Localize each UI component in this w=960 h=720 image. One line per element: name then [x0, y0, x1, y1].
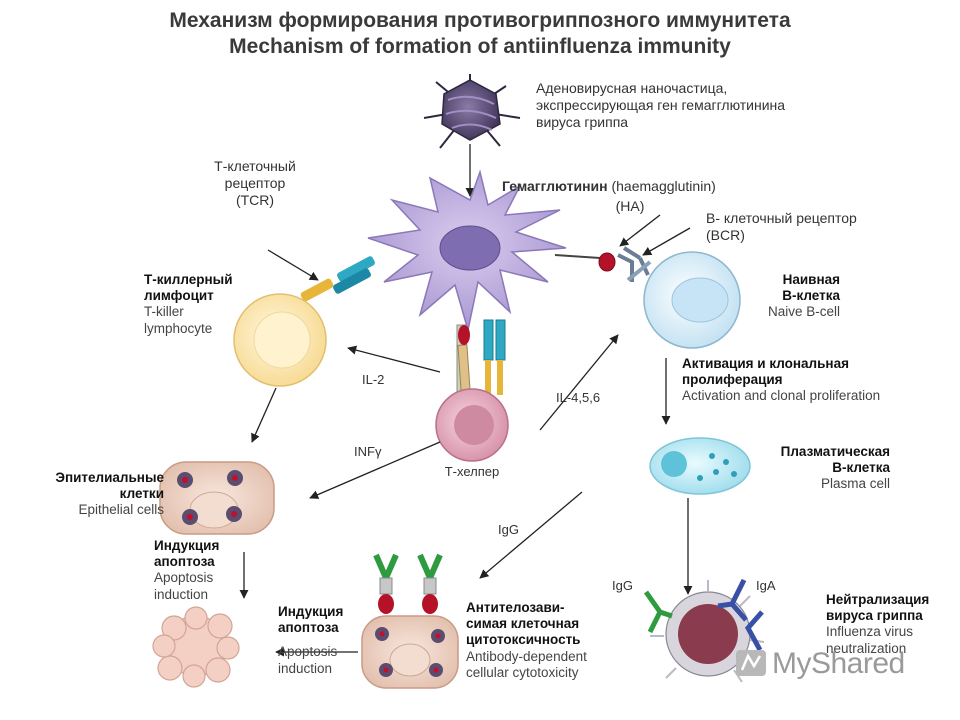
plasma-en: Plasma cell — [820, 476, 890, 492]
activation-en: Activation and clonal proliferation — [682, 388, 881, 404]
adcc-en1: Antibody-dependent — [466, 648, 587, 664]
adcc-ru3: цитотоксичность — [466, 632, 581, 648]
adcc-ru2: симая клеточная — [466, 616, 580, 632]
dendritic-cell-icon — [367, 169, 567, 331]
bcr-line2: (BCR) — [706, 226, 745, 243]
neutral-ru1: Нейтрализация — [826, 592, 930, 607]
antibody-left-icon — [373, 553, 399, 614]
adenovirus-label: Аденовирусная наночастица, экспрессирующ… — [536, 80, 785, 130]
t-killer-label: Т-киллерный лимфоцит T-killer lymphocyte — [144, 272, 233, 337]
iga-label: IgA — [756, 578, 776, 593]
t-helper-cell-icon — [435, 388, 509, 462]
apoptosis-left-ru2: апоптоза — [154, 554, 215, 570]
t-killer-ru1: Т-киллерный — [144, 272, 233, 287]
tcr-line1: Т-клеточный — [214, 158, 296, 174]
tcr-line3: (TCR) — [235, 191, 275, 208]
plasma-ru1: Плазматическая — [780, 444, 890, 459]
ha-normal: (haemagglutinin) — [611, 178, 716, 194]
adenovirus-line2: экспрессирующая ген гемагглютинина — [536, 96, 786, 113]
iga-antibody-icon — [717, 578, 764, 652]
neutral-en2: neutralization — [826, 640, 907, 656]
antibody-right-icon — [417, 553, 443, 614]
plasma-cell-icon — [649, 437, 751, 495]
adenovirus-particle-icon — [423, 74, 521, 149]
neutralized-virus-icon — [650, 580, 765, 683]
epithelial-cells-icon — [159, 461, 275, 535]
plasma-label: Плазматическая В-клетка Plasma cell — [740, 444, 890, 493]
adenovirus-line1: Аденовирусная наночастица, — [536, 80, 728, 96]
epithelial-en: Epithelial cells — [78, 502, 164, 518]
title-ru: Механизм формирования противогриппозного… — [169, 9, 791, 32]
t-killer-ru2: лимфоцит — [144, 288, 214, 304]
naive-b-ru2: В-клетка — [782, 288, 840, 304]
neutral-en1: Influenza virus — [826, 624, 914, 640]
epithelial-ru1: Эпителиальные — [55, 470, 164, 485]
ha-label: Гемагглютинин (haemagglutinin) — [502, 178, 716, 195]
watermark-text: MyShared — [772, 647, 905, 680]
activation-ru2: пролиферация — [682, 372, 783, 388]
adcc-label: Антителозави- симая клеточная цитотоксич… — [466, 600, 587, 681]
tcr-line2: рецептор — [224, 174, 286, 191]
apoptosis-left-en2: induction — [154, 586, 209, 602]
activation-label: Активация и клональная пролиферация Acti… — [682, 356, 880, 405]
neutral-ru2: вируса гриппа — [826, 608, 923, 624]
epithelial-label: Эпителиальные клетки Epithelial cells — [30, 470, 164, 519]
tcr-receptor-icon — [300, 256, 375, 302]
infg-label: INFγ — [354, 444, 382, 459]
apoptosis-mid-ru2: апоптоза — [278, 620, 339, 636]
activation-ru1: Активация и клональная — [682, 356, 849, 371]
bcr-label: В- клеточный рецептор (BCR) — [706, 210, 857, 244]
neutralization-label: Нейтрализация вируса гриппа Influenza vi… — [826, 592, 929, 657]
il456-label: IL-4,5,6 — [556, 390, 601, 405]
ha-abbr: (HA) — [615, 198, 645, 214]
t-killer-en2: lymphocyte — [144, 320, 213, 336]
myshared-logo-icon — [736, 650, 766, 676]
bcr-line1: В- клеточный рецептор — [706, 210, 857, 226]
apoptosis-mid-label: Индукция апоптоза Apoptosis induction — [278, 604, 343, 677]
plasma-ru2: В-клетка — [832, 460, 890, 476]
naive-b-label: Наивная В-клетка Naive B-cell — [740, 272, 840, 321]
epithelial-ru2: клетки — [119, 486, 164, 502]
apoptosis-left-en1: Apoptosis — [154, 570, 214, 586]
t-killer-cell-icon — [233, 293, 327, 387]
apoptotic-cell-icon — [152, 606, 240, 688]
apoptosis-mid-en1: Apoptosis — [278, 644, 338, 660]
t-killer-en1: T-killer — [144, 304, 184, 320]
ha-bold: Гемагглютинин — [502, 178, 608, 194]
il2-label: IL-2 — [362, 372, 385, 387]
igg-antibody-icon — [643, 590, 673, 634]
apoptosis-left-ru1: Индукция — [154, 538, 220, 553]
haemagglutinin-icon — [554, 252, 616, 272]
naive-b-ru1: Наивная — [782, 272, 840, 287]
title-en: Mechanism of formation of antiinfluenza … — [229, 35, 731, 58]
t-helper-label: Т-хелпер — [444, 464, 500, 479]
apoptosis-mid-en2: induction — [278, 660, 333, 676]
adcc-ru1: Антителозави- — [466, 600, 565, 615]
apoptosis-mid-ru1: Индукция — [278, 604, 344, 619]
tcr-label: Т-клеточный рецептор (TCR) — [190, 158, 320, 208]
igg-right-label: IgG — [612, 578, 633, 593]
igg-mid-label: IgG — [498, 522, 519, 537]
naive-b-cell-icon — [643, 251, 741, 349]
bcr-receptor-icon — [617, 246, 652, 282]
adcc-cells-icon — [361, 615, 459, 689]
naive-b-en: Naive B-cell — [767, 304, 840, 320]
adenovirus-line3: вируса гриппа — [536, 113, 629, 130]
apoptosis-left-label: Индукция апоптоза Apoptosis induction — [154, 538, 219, 603]
adcc-en2: cellular cytotoxicity — [466, 664, 579, 680]
